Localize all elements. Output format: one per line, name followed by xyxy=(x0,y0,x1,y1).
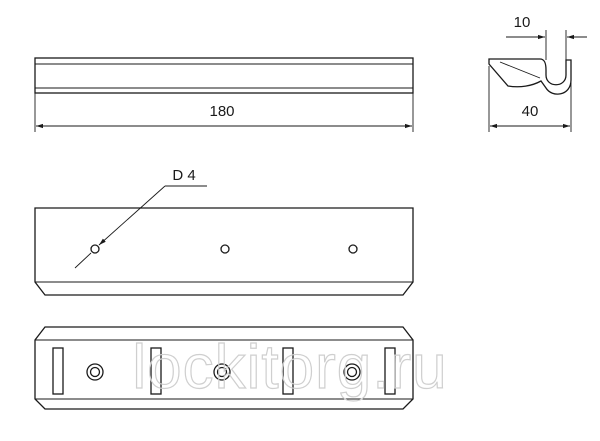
screw-1 xyxy=(86,363,104,381)
mounting-hole-left xyxy=(90,244,100,254)
bar-top-outline xyxy=(34,57,414,94)
side-profile-view: 10 40 xyxy=(488,14,587,132)
bottom-view xyxy=(34,326,414,410)
top-view: 180 xyxy=(34,57,414,132)
hole-diameter-label: D 4 xyxy=(172,167,195,184)
hook-slot-4 xyxy=(384,347,396,395)
hook-profile xyxy=(488,58,572,95)
thickness-dimension-label: 10 xyxy=(514,14,531,31)
hook-inner-line xyxy=(499,61,541,79)
hole-leader-line xyxy=(98,185,166,246)
front-view: D 4 xyxy=(34,167,414,296)
mounting-hole-right xyxy=(348,244,358,254)
hole-leader-tail xyxy=(74,252,92,269)
length-dimension-label: 180 xyxy=(209,103,234,120)
hook-slot-1 xyxy=(52,347,64,395)
depth-dimension-label: 40 xyxy=(522,103,539,120)
mounting-hole-middle xyxy=(220,244,230,254)
screw-3 xyxy=(343,363,361,381)
screw-2 xyxy=(213,363,231,381)
bottom-view-outline xyxy=(34,326,414,410)
hook-slot-3 xyxy=(282,347,294,395)
hook-slot-2 xyxy=(150,347,162,395)
watermark: lockitorg.ru xyxy=(132,333,447,402)
